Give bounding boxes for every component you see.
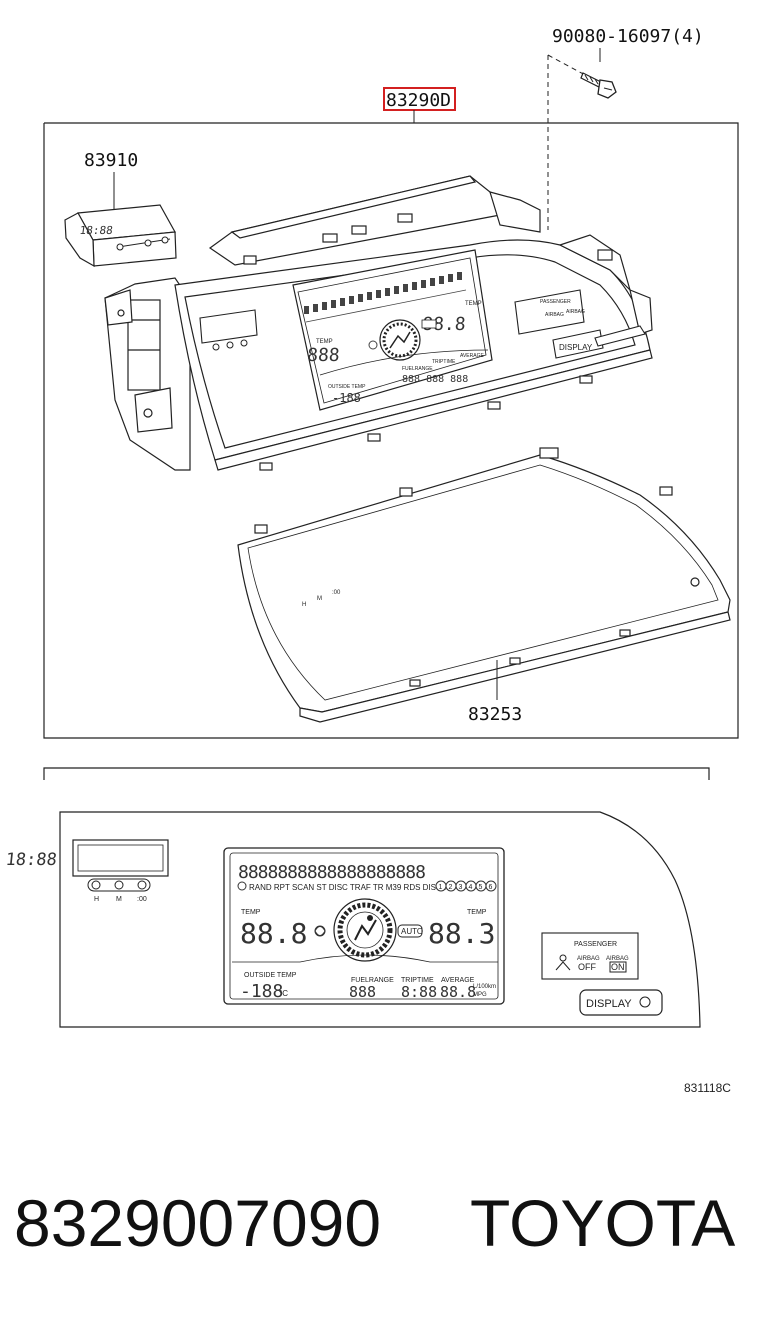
brand-name: TOYOTA [470,1186,736,1260]
svg-text:TEMP: TEMP [316,339,333,345]
cluster-display-button: DISPLAY [552,325,646,359]
svg-text:M: M [116,896,122,903]
svg-text:8888888888888888888: 8888888888888888888 [238,862,425,883]
display-button[interactable]: DISPLAY [579,989,663,1016]
screw-callout[interactable]: 90080-16097(4) [552,26,704,47]
auto-indicator [397,924,423,938]
detail-frame-top [43,767,710,780]
svg-text:AIRBAG: AIRBAG [606,956,629,962]
svg-text:AIRBAG: AIRBAG [566,309,585,315]
parts-diagram: 83290D 90080-16097(4) 83910 18:88 [5,26,739,1095]
svg-text:4: 4 [469,884,473,891]
svg-text:TEMP: TEMP [467,909,487,916]
svg-text:DISPLAY: DISPLAY [559,343,593,352]
svg-text:3: 3 [459,884,463,891]
lens-callout[interactable]: 83253 [468,704,522,725]
svg-text:OFF: OFF [578,962,596,972]
detail-clock-value: 18:88 [5,850,58,870]
svg-text:-188: -188 [332,391,361,405]
svg-text:TEMP: TEMP [241,909,261,916]
svg-text:88.8: 88.8 [422,314,467,335]
part-number: 8329007090 [14,1186,382,1260]
svg-text:H: H [302,602,306,608]
svg-text:AVERAGE: AVERAGE [441,977,475,984]
svg-text:°C: °C [279,989,288,998]
svg-text:88.8: 88.8 [440,983,476,1001]
fan-icon [314,925,326,937]
disc-indicators: 1 2 3 4 5 6 [435,880,497,892]
svg-text:88.8: 88.8 [240,917,307,950]
clock-callout[interactable]: 83910 [84,150,138,171]
detail-lcd: 8888888888888888888 RAND RPT SCAN ST DIS… [223,847,505,1005]
screw-icon [580,72,617,99]
clock-reset-button[interactable] [137,880,147,890]
svg-text:1: 1 [439,884,443,891]
cluster-clock-window [199,309,258,344]
cluster-lcd: TEMP TEMP 888 88.8 OUTSIDE TEMP -188 FUE… [292,249,493,411]
screw-dashed-line-2 [547,54,586,76]
svg-text:888 888 888: 888 888 888 [402,374,468,385]
svg-text:MPG: MPG [473,992,487,998]
lens-button-labels: H M :00 [302,590,341,608]
svg-text:TRIPTIME: TRIPTIME [432,359,456,365]
svg-text::00: :00 [137,896,147,903]
svg-text:6: 6 [489,884,493,891]
svg-text:PASSENGER: PASSENGER [574,941,617,948]
svg-text:AIRBAG: AIRBAG [545,312,564,318]
main-frame [43,122,739,739]
svg-text::00: :00 [332,590,341,596]
svg-text:8:88: 8:88 [401,983,437,1001]
svg-text:FUELRANGE: FUELRANGE [351,977,394,984]
svg-text:OUTSIDE TEMP: OUTSIDE TEMP [244,972,297,979]
svg-text:AIRBAG: AIRBAG [577,956,600,962]
svg-text:888: 888 [306,345,340,366]
airbag-icon [555,954,571,971]
main-callout[interactable]: 83290D [386,90,451,111]
svg-text:AVERAGE: AVERAGE [460,353,484,359]
svg-text:RAND RPT SCAN ST DISC TRAF TR: RAND RPT SCAN ST DISC TRAF TR M39 RDS DI… [249,883,452,892]
lens-cover [237,447,731,723]
main-callout-highlight[interactable] [383,87,456,111]
svg-text:TEMP: TEMP [465,301,482,307]
clock-minute-button[interactable] [114,880,124,890]
svg-text:PASSENGER: PASSENGER [540,299,571,305]
svg-text:OUTSIDE TEMP: OUTSIDE TEMP [328,384,366,390]
svg-text:M: M [317,596,322,602]
cluster-clock-buttons [212,339,248,351]
svg-text:L/100km: L/100km [473,984,496,990]
svg-text:5: 5 [479,884,483,891]
svg-text:TRIPTIME: TRIPTIME [401,977,434,984]
svg-text:88.3: 88.3 [428,917,495,950]
svg-text:H: H [94,896,99,903]
illustration-code: 831118C [684,1081,731,1095]
detail-clock: 18:88 H M :00 [5,839,169,903]
svg-text:DISPLAY: DISPLAY [586,998,632,1010]
svg-text:ON: ON [611,962,625,972]
cluster-fan-icon [379,319,421,361]
svg-text:2: 2 [449,884,453,891]
clock-module: 18:88 [64,204,177,268]
svg-text:AUTO: AUTO [401,927,423,936]
svg-text:888: 888 [349,983,376,1001]
passenger-airbag-indicator: PASSENGER AIRBAG OFF AIRBAG ON [541,932,639,980]
svg-text:18:88: 18:88 [79,224,114,237]
clock-hour-button[interactable] [91,880,101,890]
svg-text:-188: -188 [240,981,283,1002]
cluster-airbag-window: PASSENGER AIRBAG AIRBAG [514,289,585,335]
climate-dial-icon [333,898,397,962]
svg-text:FUELRANGE: FUELRANGE [402,366,433,372]
